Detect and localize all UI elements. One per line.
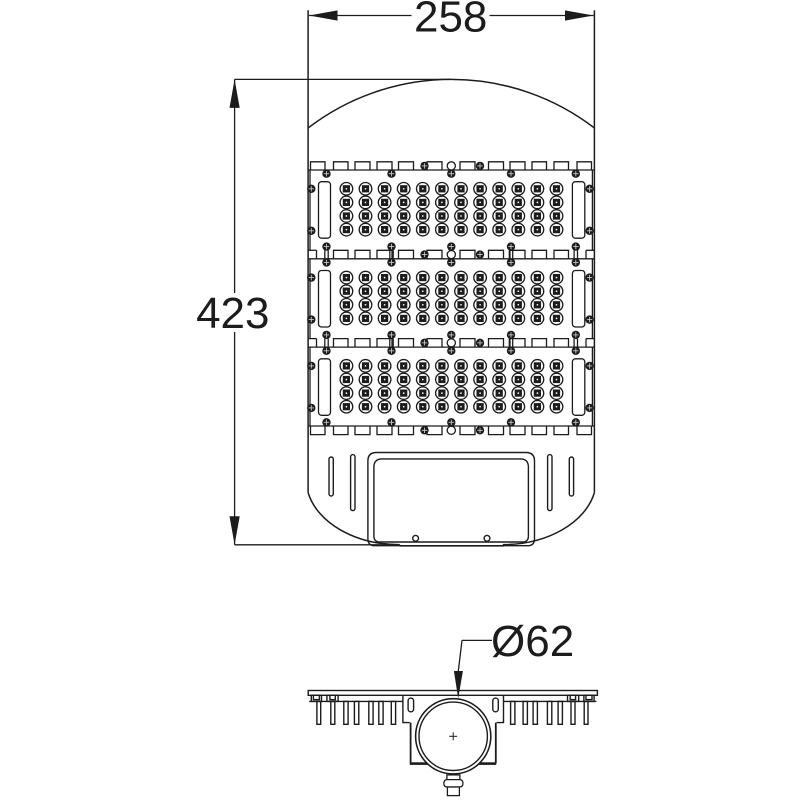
svg-text:423: 423	[196, 289, 269, 338]
svg-text:Ø62: Ø62	[491, 617, 574, 666]
svg-text:258: 258	[414, 0, 487, 42]
